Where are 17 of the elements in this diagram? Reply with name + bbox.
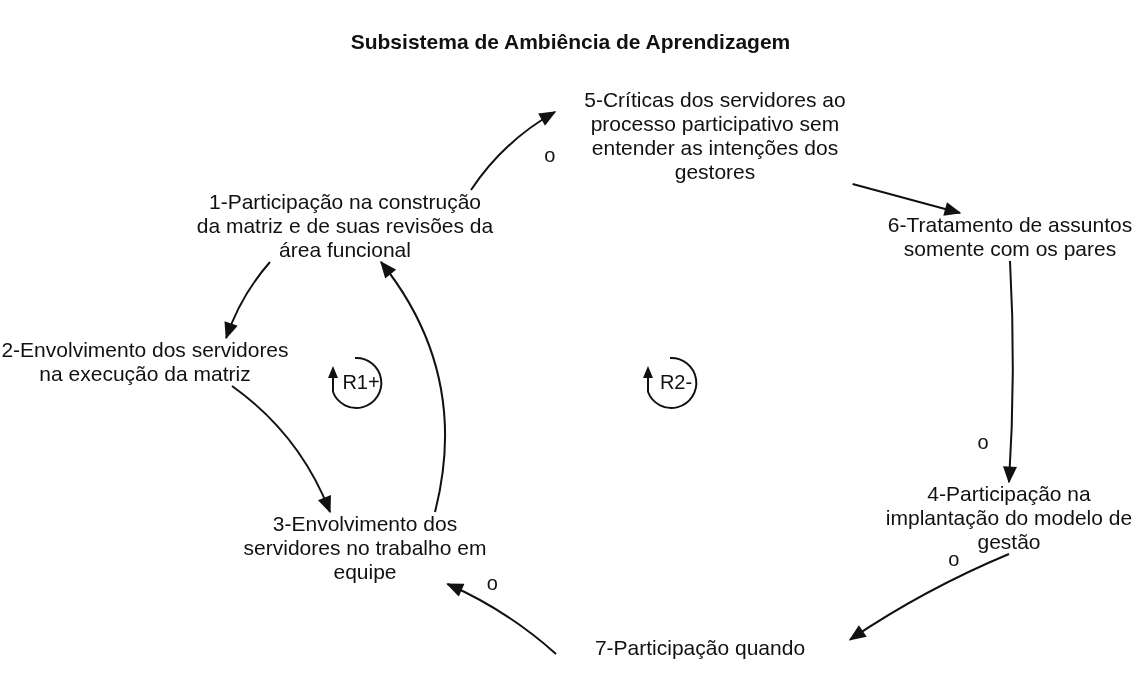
arrow xyxy=(848,553,1010,641)
arrow xyxy=(380,260,446,513)
variable-label: 1-Participação na construção da matriz e de suas revisões da área funcional xyxy=(196,190,494,261)
variable-label: 7-Participação quando xyxy=(594,636,806,659)
diagram-title: Subsistema de Ambiência de Aprendizagem xyxy=(349,30,792,54)
variable-label: 3-Envolvimento dos servidores no trabalho em equipe xyxy=(243,512,487,583)
loop-label: R2- xyxy=(659,370,693,394)
variable-label: 6-Tratamento de assuntos somente com os pares xyxy=(887,213,1133,260)
variable-label: 5-Críticas dos servidores ao processo participativo sem entender as intenções dos gestores xyxy=(584,88,846,183)
arrow xyxy=(446,583,557,655)
arrow xyxy=(1002,260,1017,484)
arrow xyxy=(851,183,962,216)
arrow xyxy=(224,261,271,340)
arrow xyxy=(470,111,557,191)
arrow xyxy=(231,385,331,514)
loop-label: R1+ xyxy=(342,370,380,394)
variable-label: 2-Envolvimento dos servidores na execução da matriz xyxy=(1,338,289,385)
